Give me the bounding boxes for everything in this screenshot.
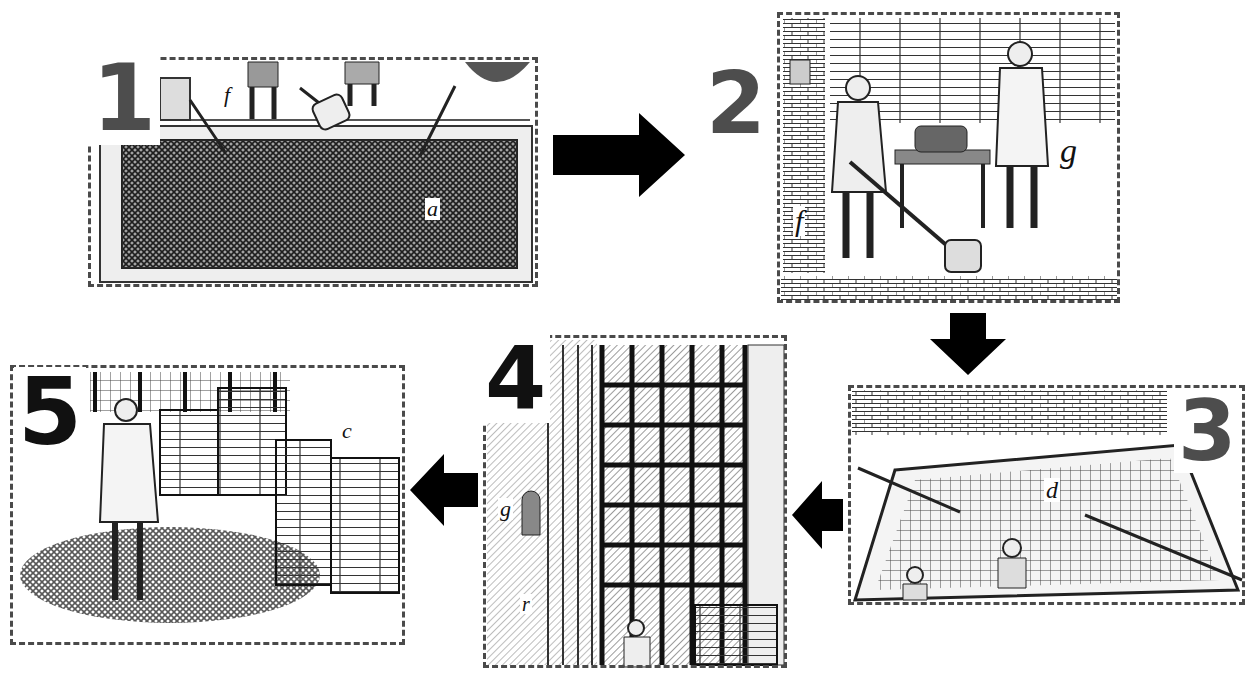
process-panel: 2 xyxy=(700,12,1120,303)
step-number: 3 xyxy=(1174,389,1240,473)
pulp-vat-scene xyxy=(100,62,532,282)
part-letter: f xyxy=(793,206,805,236)
part-letter: d xyxy=(1044,478,1060,502)
part-letter: f xyxy=(222,84,232,106)
part-letter: g xyxy=(1058,134,1079,168)
block-arrow xyxy=(410,454,478,526)
settling-basin-scene xyxy=(852,390,1242,600)
step-number: 4 xyxy=(481,335,550,423)
part-letter: r xyxy=(520,594,532,614)
block-arrow xyxy=(553,113,685,197)
pounding-scene xyxy=(781,18,1117,300)
part-letter: c xyxy=(340,420,354,442)
block-arrow xyxy=(930,313,1006,375)
step-number: 1 xyxy=(88,53,160,145)
process-panel: 5 xyxy=(10,365,405,645)
part-letter: a xyxy=(425,198,440,220)
step-number: 2 xyxy=(702,60,770,146)
part-letter: g xyxy=(498,498,513,520)
process-panel: 4 xyxy=(483,335,787,668)
block-arrow xyxy=(792,481,843,549)
step-number: 5 xyxy=(14,367,86,459)
process-panel: 1 xyxy=(88,57,538,287)
